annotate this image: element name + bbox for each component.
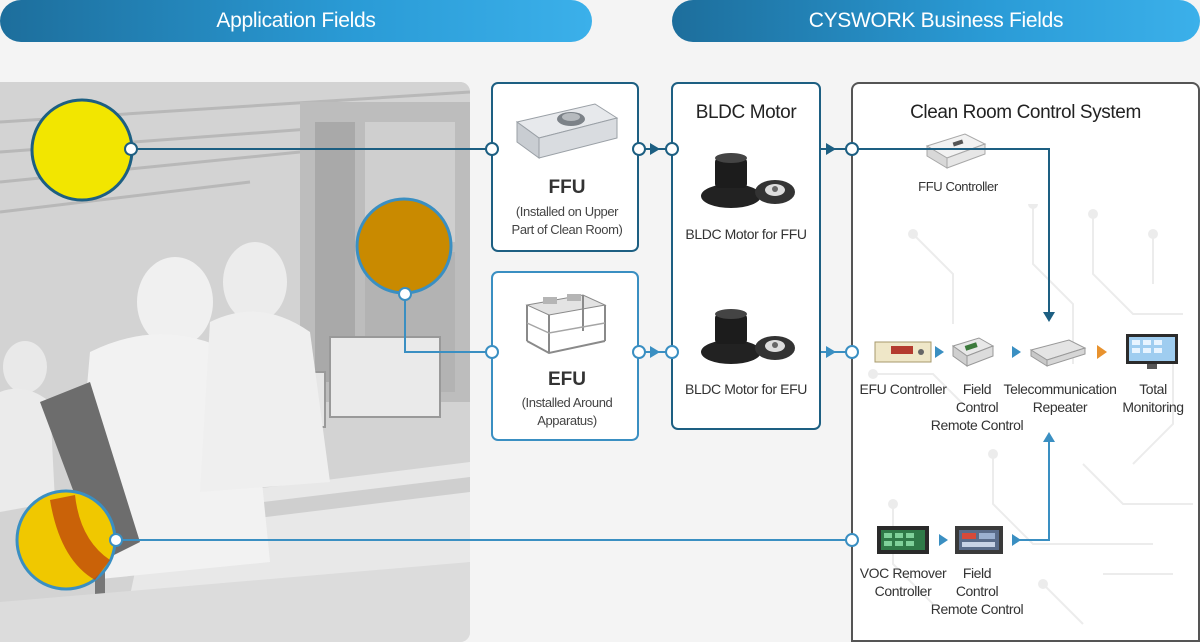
ffu-controller-label: FFU Controller (918, 179, 998, 194)
bldc-motor-ffu-label: BLDC Motor for FFU (685, 226, 807, 242)
ffu-unit-image (515, 103, 619, 159)
highlight-circle-ffu (30, 98, 134, 202)
crcs-title: Clean Room Control System (910, 102, 1141, 123)
field-control-remote-image-2 (955, 526, 1003, 554)
total-monitoring-image (1126, 334, 1178, 369)
application-fields-header: Application Fields (0, 0, 592, 42)
field-control-2-line3: Remote Control (930, 601, 1024, 617)
efu-controller-label: EFU Controller (859, 381, 947, 397)
efu-unit-image (525, 294, 607, 355)
business-fields-header: CYSWORK Business Fields (672, 0, 1200, 42)
line-voc-to-repeater (1018, 434, 1050, 541)
ffu-desc-line2: Part of Clean Room) (511, 222, 623, 237)
telecom-line1: Telecommunication (1003, 381, 1117, 397)
voc-line1: VOC Remover (859, 565, 947, 581)
bldc-title: BLDC Motor (695, 102, 797, 123)
efu-controller-image (874, 341, 932, 363)
ffu-desc-line1: (Installed on Upper (515, 204, 619, 219)
field-control-1-line3: Remote Control (930, 417, 1024, 433)
bldc-motor-ffu-image (701, 153, 795, 208)
field-control-2-line1: Field (962, 565, 992, 581)
line-bldc-to-ffu-controller (821, 148, 1050, 318)
ffu-box: FFU (Installed on Upper Part of Clean Ro… (491, 82, 639, 252)
highlight-circle-efu (355, 197, 453, 295)
total-line2: Monitoring (1122, 399, 1184, 415)
voc-remover-controller-image (877, 526, 929, 554)
bldc-motor-efu-image (701, 309, 795, 364)
field-control-2-line2: Control (955, 583, 999, 599)
field-control-1-line2: Control (955, 399, 999, 415)
efu-box: EFU (Installed Around Apparatus) (491, 271, 639, 441)
line-efu-to-box (404, 294, 491, 353)
efu-name: EFU (548, 369, 586, 390)
clean-room-control-system-box: Clean Room Control System FFU Controller… (851, 82, 1200, 642)
efu-desc-line2: Apparatus) (537, 413, 597, 428)
voc-line2: Controller (874, 583, 932, 599)
ffu-name: FFU (548, 177, 586, 198)
field-control-1-line1: Field (962, 381, 992, 397)
telecom-repeater-image (1029, 339, 1087, 367)
telecom-line2: Repeater (1032, 399, 1088, 415)
bldc-motor-box: BLDC Motor BLDC Motor for FFU BLDC Motor… (671, 82, 821, 430)
efu-desc-line1: (Installed Around (521, 395, 613, 410)
field-control-remote-image-1 (951, 337, 995, 367)
total-line1: Total (1139, 381, 1167, 397)
bldc-motor-efu-label: BLDC Motor for EFU (685, 381, 807, 397)
